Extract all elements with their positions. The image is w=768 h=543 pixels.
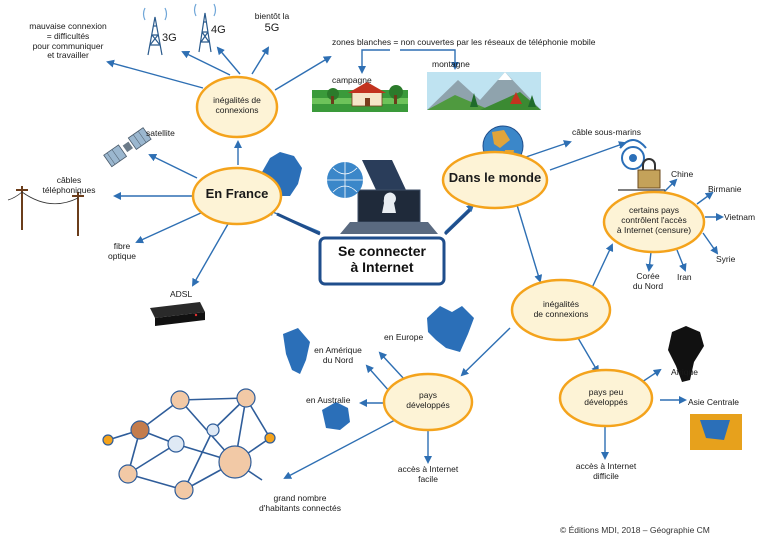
cable-sous-marins-label: câble sous-marins	[572, 127, 641, 137]
arrow-censure-to-iran	[676, 249, 687, 272]
montagne-label: montagne	[432, 59, 470, 69]
laptop-icon	[340, 160, 438, 234]
afrique-label: Afrique	[671, 367, 698, 377]
arrow-ineg-to-4g	[216, 46, 241, 75]
center-box	[318, 236, 446, 286]
arrow-ineg-to-5g	[251, 46, 270, 75]
center-title: Se connecter à Internet	[338, 243, 426, 276]
arrow-zones-to-campagne	[358, 49, 390, 74]
inegalites-france-text: inégalités de connexions	[213, 95, 261, 115]
adsl-box-icon	[150, 302, 205, 326]
network-illustration	[102, 388, 276, 500]
arrow-censure-to-syrie	[702, 232, 719, 255]
3g-label: 3G	[162, 32, 177, 44]
fibre-label: fibre optique	[108, 241, 136, 261]
amerique-label: en Amérique du Nord	[314, 345, 362, 365]
connector-arrows	[106, 46, 724, 479]
arrow-ineg-to-dev	[460, 327, 511, 377]
arrow-censure-to-coree	[645, 251, 654, 272]
campagne-illustration	[312, 82, 408, 112]
arrow-ineg-to-censure	[589, 243, 614, 293]
arrow-censure-to-birmanie	[696, 191, 714, 205]
arrow-france-to-fibre	[135, 211, 204, 244]
credit-text: © Éditions MDI, 2018 – Géographie CM	[560, 525, 710, 535]
campagne-label: campagne	[332, 75, 372, 85]
arrow-monde-to-cable	[522, 140, 572, 159]
iran-label: Iran	[677, 272, 692, 282]
arrow-monde-to-ineg	[516, 204, 543, 283]
telephone-cables-icon	[7, 186, 84, 236]
censorship-icon	[618, 139, 665, 191]
vietnam-label: Vietnam	[724, 212, 756, 222]
arrow-ineg-to-peudev	[577, 337, 600, 374]
tower-4g-icon	[193, 3, 217, 53]
syrie-label: Syrie	[716, 254, 736, 264]
mauvaise-connexion-label: mauvaise connexion = difficultés pour co…	[29, 21, 107, 61]
satellite-icon	[103, 127, 152, 168]
dans-le-monde-text: Dans le monde	[448, 170, 542, 185]
tower-3g-icon	[142, 7, 168, 56]
adsl-label: ADSL	[170, 289, 193, 299]
developpes-text: pays développés	[406, 390, 450, 410]
arrow-dev-to-amerique	[365, 364, 391, 393]
node-developpes	[382, 372, 474, 432]
arrow-dev-to-europe	[378, 351, 406, 381]
inegalites-monde-text: inégalités de connexions	[533, 299, 589, 319]
europe-map-icon	[427, 306, 474, 352]
acces-facile-label: accès à Internet facile	[397, 464, 459, 484]
arrow-ineg-to-3g	[181, 51, 231, 76]
en-france-text: En France	[205, 186, 269, 201]
node-en-france	[191, 166, 283, 226]
arrow-france-to-adsl	[192, 223, 229, 287]
australie-label: en Australie	[306, 395, 351, 405]
concept-nodes	[191, 75, 706, 432]
arrow-france-to-satellite	[148, 154, 198, 179]
africa-map-icon	[668, 326, 704, 382]
satellite-label: satellite	[146, 128, 175, 138]
arrow-monde-to-censure-icon	[549, 141, 627, 171]
arrow-ineg-to-mauvaise	[106, 59, 204, 89]
node-inegalites-france	[195, 75, 279, 139]
4g-label: 4G	[211, 24, 226, 36]
arrow-dev-to-habitants	[283, 419, 396, 479]
central-asia-map-icon	[690, 414, 742, 450]
asie-centrale-label: Asie Centrale	[688, 397, 740, 407]
montagne-illustration	[427, 72, 541, 110]
5g-label: bientôt la 5G	[254, 11, 290, 34]
peu-developpes-text: pays peu développés	[584, 387, 628, 407]
tower-icons	[142, 3, 217, 56]
chine-label: Chine	[671, 169, 694, 179]
zones-blanches-label: zones blanches = non couvertes par les r…	[332, 37, 596, 47]
arrow-ineg-to-zones	[274, 55, 332, 91]
censure-text: certains pays contrôlent l'accès à Inter…	[616, 205, 692, 235]
australia-map-icon	[322, 402, 350, 430]
north-america-map-icon	[283, 328, 310, 374]
node-dans-le-monde	[441, 150, 549, 210]
europe-label: en Europe	[384, 332, 424, 342]
globe-small-icon	[327, 162, 363, 198]
coree-label: Corée du Nord	[632, 271, 664, 291]
node-peu-developpes	[558, 368, 654, 428]
acces-difficile-label: accès à Internet difficile	[575, 461, 637, 481]
node-inegalites-monde	[510, 278, 612, 342]
arrow-zones-to-montagne	[400, 49, 459, 70]
birmanie-label: Birmanie	[708, 184, 742, 194]
node-censure	[602, 190, 706, 254]
center-arrows	[276, 208, 472, 236]
cables-label: câbles téléphoniques	[42, 175, 96, 195]
habitants-label: grand nombre d'habitants connectés	[259, 493, 341, 513]
